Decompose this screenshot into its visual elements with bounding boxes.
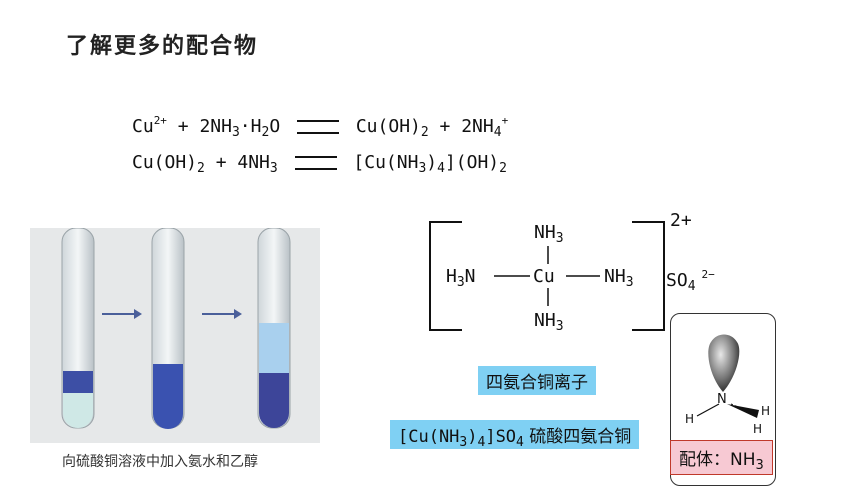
atom-h-front: H bbox=[753, 422, 763, 436]
ligand-top: NH3 bbox=[534, 222, 564, 246]
atom-h-left: H bbox=[685, 412, 695, 426]
complex-structure: NH3 H3N Cu NH3 NH3 bbox=[426, 212, 676, 336]
page-title: 了解更多的配合物 bbox=[66, 34, 259, 59]
ligand-label: 配体：NH3 bbox=[670, 440, 773, 475]
bracket-lines bbox=[429, 221, 665, 331]
photo-caption: 向硫酸铜溶液中加入氨水和乙醇 bbox=[62, 454, 258, 470]
ion-name-label: 四氨合铜离子 bbox=[478, 366, 596, 395]
equals-sign bbox=[294, 156, 337, 170]
equation-2: Cu(OH)2 + 4NH3 [Cu(NH3)4](OH)2 bbox=[132, 152, 507, 176]
atom-n: N bbox=[717, 392, 727, 407]
ligand-bottom: NH3 bbox=[534, 310, 564, 334]
nh3-lone-pair-icon bbox=[696, 334, 759, 418]
central-atom: Cu bbox=[533, 266, 555, 287]
atom-h-right: H bbox=[761, 404, 771, 418]
equals-sign bbox=[297, 120, 339, 134]
complex-charge: 2+ bbox=[670, 210, 692, 231]
ligand-right: NH3 bbox=[604, 266, 634, 290]
test-tube-photo bbox=[30, 227, 320, 443]
salt-name-label: [Cu(NH3)4]SO4 硫酸四氨合铜 bbox=[390, 420, 640, 450]
counter-ion: SO42− bbox=[666, 268, 715, 294]
equation-1: Cu2+ + 2NH3·H2O Cu(OH)2 + 2NH4+ bbox=[132, 114, 509, 140]
ligand-left: H3N bbox=[446, 266, 476, 290]
test-tubes-illustration bbox=[61, 227, 291, 429]
